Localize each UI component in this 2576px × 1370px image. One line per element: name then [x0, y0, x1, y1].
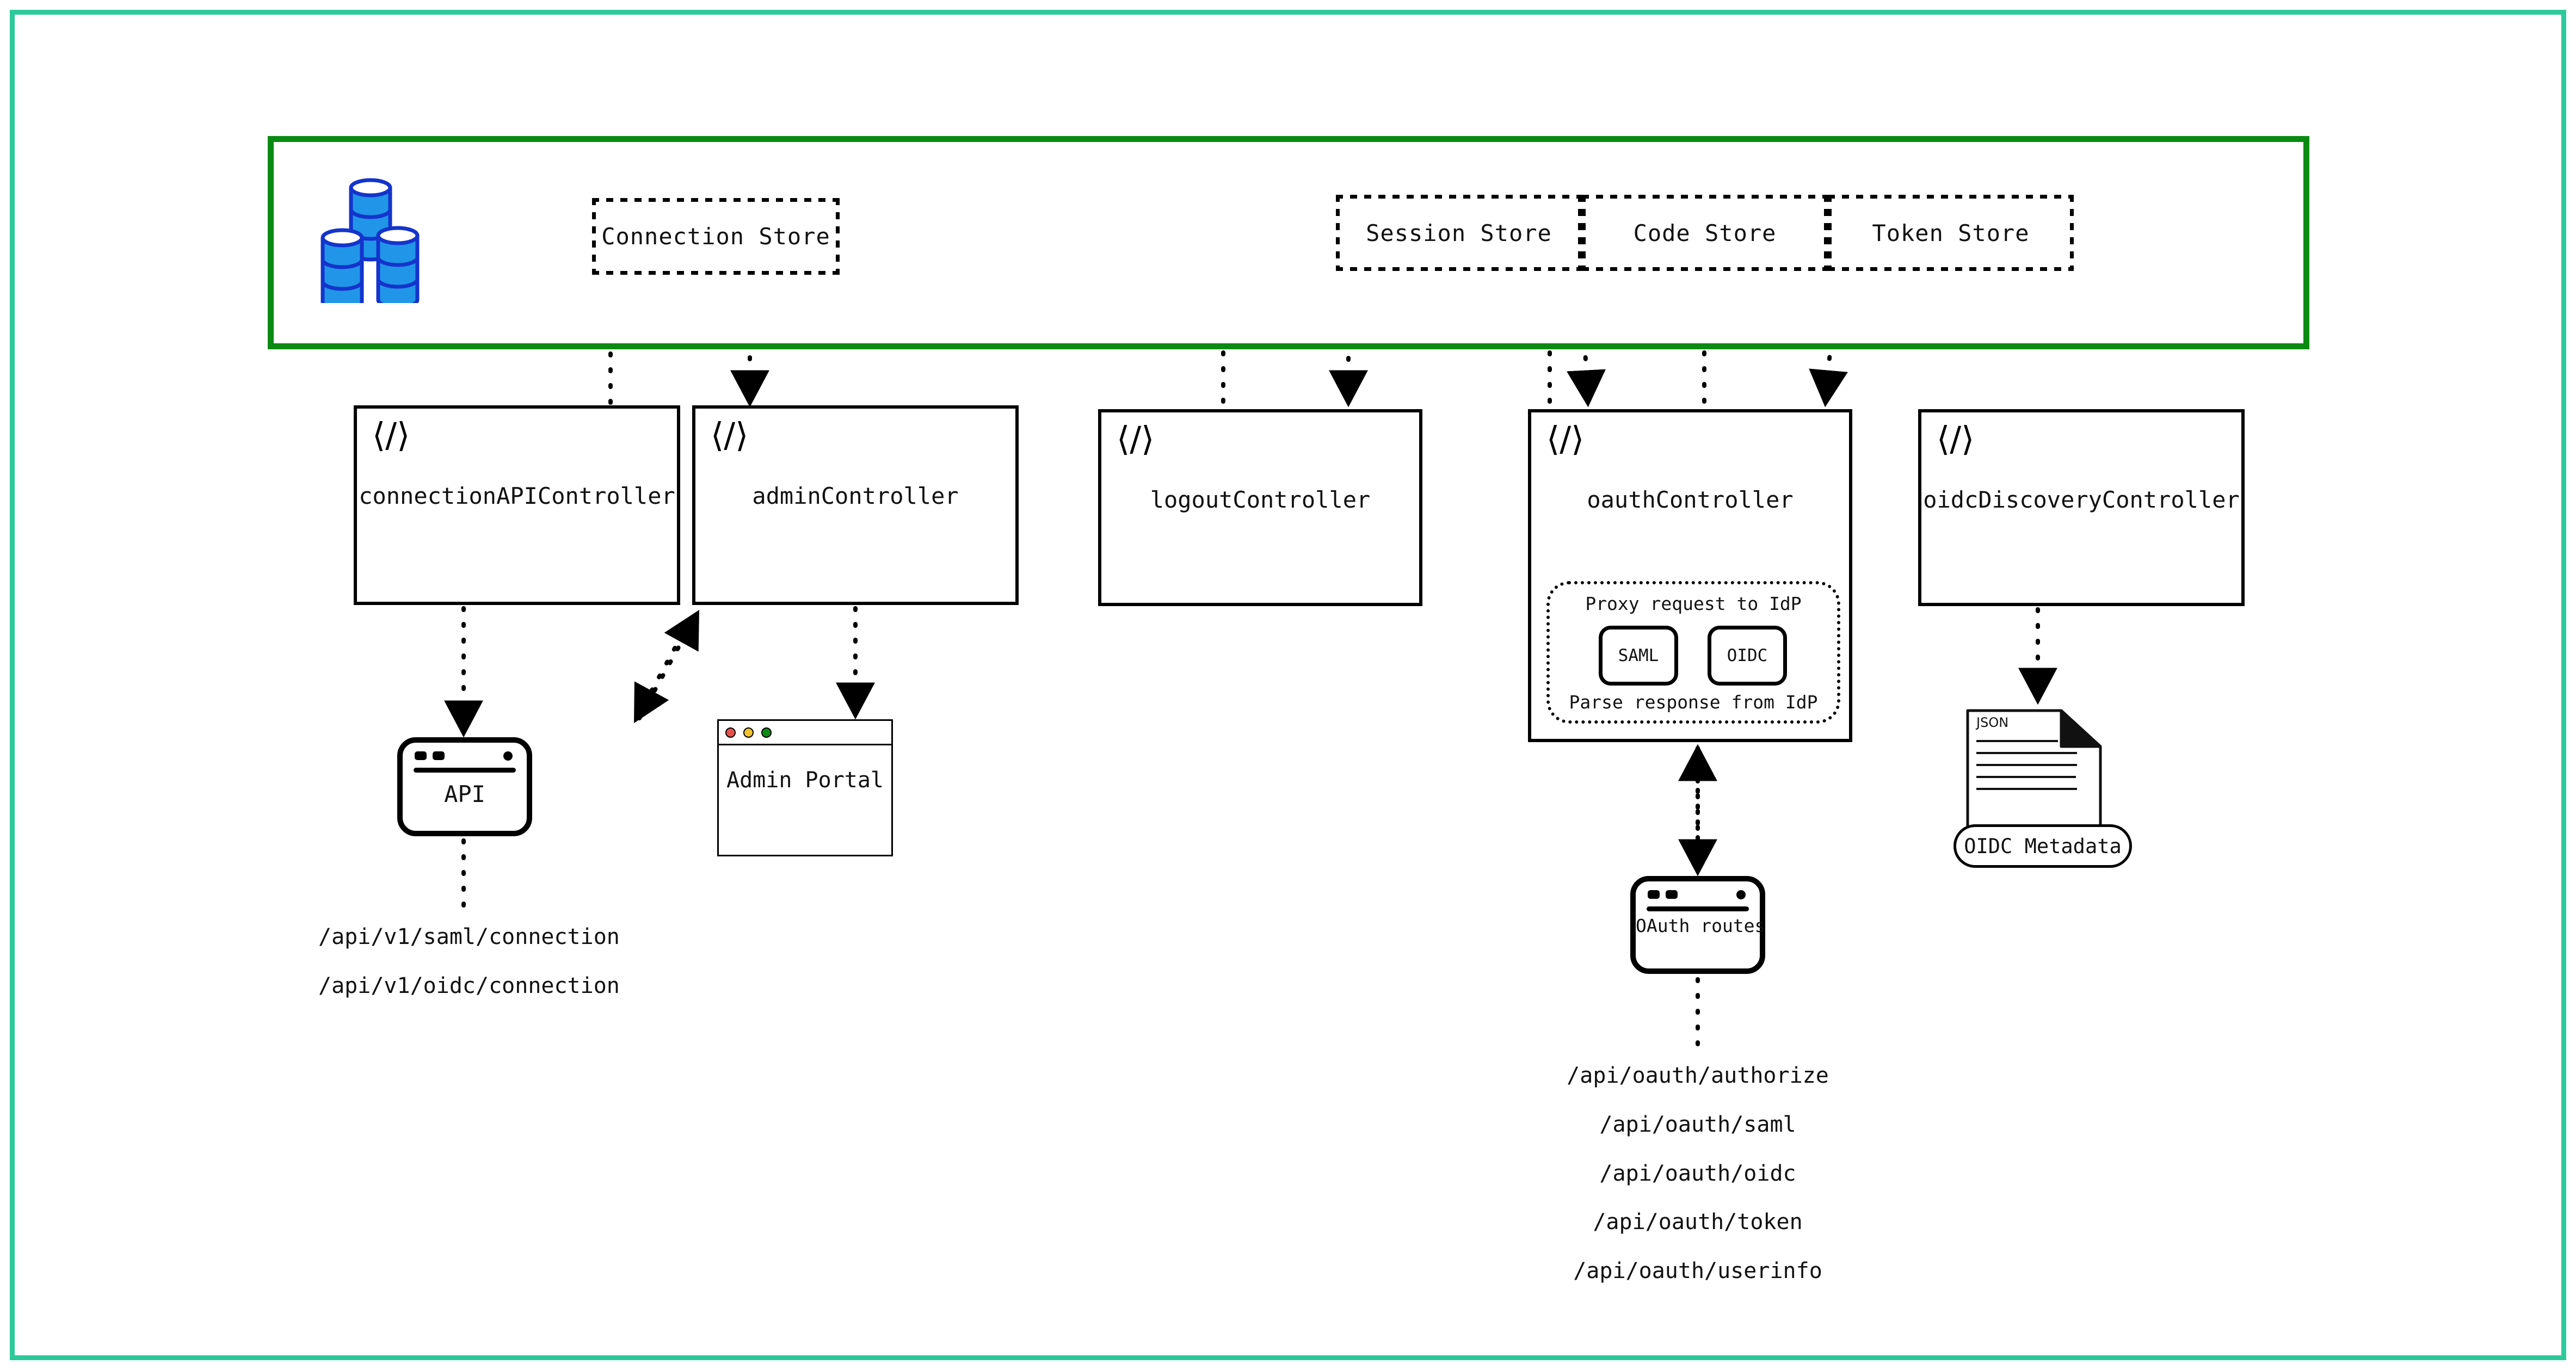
- endpoint-item: /api/oauth/userinfo: [1573, 1258, 1822, 1284]
- code-tag-icon: ⟨/⟩: [711, 415, 749, 455]
- logout-controller-box[interactable]: ⟨/⟩ logoutController: [1098, 409, 1422, 606]
- oidc-metadata-pill[interactable]: OIDC Metadata: [1953, 824, 2132, 868]
- connection-endpoint-list: /api/v1/saml/connection /api/v1/oidc/con…: [318, 919, 620, 1017]
- oidc-discovery-controller-box[interactable]: ⟨/⟩ oidcDiscoveryController: [1918, 409, 2245, 606]
- oidc-label: OIDC: [1727, 646, 1768, 665]
- admin-portal-label: Admin Portal: [726, 768, 884, 793]
- api-client-window[interactable]: API: [397, 737, 532, 836]
- endpoint-item: /api/oauth/authorize: [1567, 1063, 1829, 1088]
- window-menu-dot-icon: [1736, 890, 1746, 899]
- token-store-box[interactable]: Token Store: [1828, 195, 2074, 271]
- endpoint-item: /api/oauth/token: [1593, 1209, 1803, 1235]
- controller-label: adminController: [752, 483, 959, 509]
- connection-store-label: Connection Store: [601, 223, 830, 250]
- controller-label: oidcDiscoveryController: [1923, 486, 2240, 513]
- admin-controller-box[interactable]: ⟨/⟩ adminController: [692, 405, 1019, 605]
- controller-label: oauthController: [1587, 486, 1794, 513]
- endpoint-item: /api/v1/saml/connection: [318, 924, 620, 949]
- window-menu-dot-icon: [503, 751, 513, 761]
- endpoint-item: /api/oauth/saml: [1599, 1112, 1796, 1137]
- token-store-label: Token Store: [1872, 219, 2030, 246]
- oauth-controller-box[interactable]: ⟨/⟩ oauthController Proxy request to IdP…: [1528, 409, 1852, 742]
- window-address-bar: [1647, 906, 1749, 911]
- code-tag-icon: ⟨/⟩: [1117, 419, 1155, 459]
- oauth-routes-window[interactable]: OAuth routes: [1630, 876, 1765, 974]
- code-tag-icon: ⟨/⟩: [1937, 419, 1975, 459]
- proxy-request-label: Proxy request to IdP: [1585, 593, 1802, 614]
- endpoint-item: /api/oauth/oidc: [1599, 1161, 1796, 1186]
- outer-frame-border: [10, 10, 2566, 1360]
- close-dot-icon: [725, 727, 736, 738]
- json-type-label: JSON: [1976, 715, 2009, 730]
- api-window-label: API: [444, 781, 485, 807]
- dashed-border: [1336, 195, 1582, 271]
- dashed-border: [1582, 195, 1828, 271]
- window-titlebar: [719, 721, 891, 745]
- database-cylinders-icon: [317, 178, 437, 312]
- parse-response-label: Parse response from IdP: [1569, 692, 1818, 713]
- endpoint-item: /api/v1/oidc/connection: [318, 973, 620, 998]
- window-address-bar: [414, 768, 516, 773]
- controller-label: connectionAPIController: [359, 483, 675, 509]
- saml-protocol-chip[interactable]: SAML: [1599, 626, 1678, 686]
- window-buttons-icon: [1648, 890, 1678, 899]
- idp-proxy-group: Proxy request to IdP SAML OIDC Parse res…: [1546, 581, 1840, 724]
- connection-store-box[interactable]: Connection Store: [592, 198, 840, 275]
- code-store-box[interactable]: Code Store: [1582, 195, 1828, 271]
- session-store-label: Session Store: [1366, 219, 1552, 246]
- code-tag-icon: ⟨/⟩: [1546, 419, 1585, 459]
- oidc-protocol-chip[interactable]: OIDC: [1708, 626, 1787, 686]
- connection-api-controller-box[interactable]: ⟨/⟩ connectionAPIController: [354, 405, 680, 605]
- code-tag-icon: ⟨/⟩: [372, 415, 410, 455]
- maximize-dot-icon: [761, 727, 772, 738]
- oauth-endpoint-list: /api/oauth/authorize /api/oauth/saml /ap…: [1567, 1058, 1829, 1303]
- window-buttons-icon: [415, 751, 445, 760]
- oidc-metadata-label: OIDC Metadata: [1964, 834, 2122, 858]
- saml-label: SAML: [1618, 646, 1659, 665]
- dashed-border: [1828, 195, 2074, 271]
- admin-portal-window[interactable]: Admin Portal: [717, 719, 893, 856]
- oauth-routes-label: OAuth routes: [1636, 915, 1766, 936]
- controller-label: logoutController: [1150, 486, 1371, 513]
- document-text-lines: [1976, 740, 2090, 800]
- minimize-dot-icon: [743, 727, 754, 738]
- session-store-box[interactable]: Session Store: [1336, 195, 1582, 271]
- code-store-label: Code Store: [1633, 219, 1777, 246]
- dashed-border: [592, 198, 840, 275]
